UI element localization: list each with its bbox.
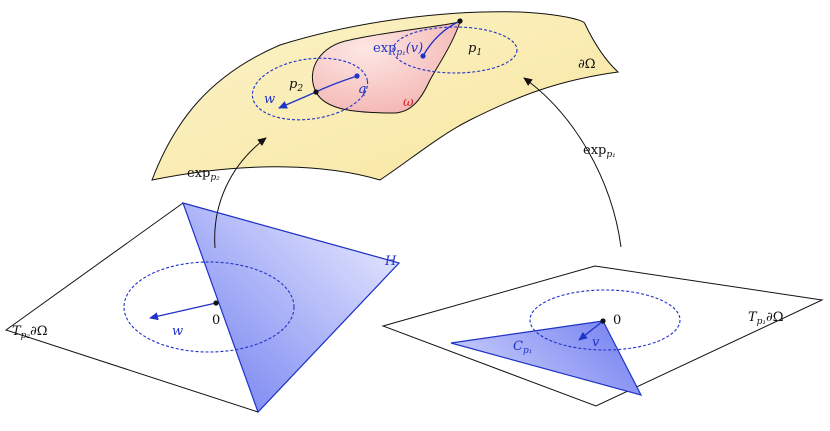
omega-region xyxy=(311,21,461,114)
exp-arrow-left xyxy=(214,137,267,249)
label-w-top: w xyxy=(264,92,275,107)
label-w-left: w xyxy=(172,324,183,339)
label-q: q xyxy=(358,82,366,97)
neighborhood-circle-p1 xyxy=(392,26,518,74)
point-expv xyxy=(420,53,426,59)
origin-left xyxy=(213,300,219,306)
label-exp-top: expp₁(v) xyxy=(373,41,423,58)
geodesic-p1 xyxy=(422,20,461,57)
label-exp-right: expp₁ xyxy=(583,143,616,160)
half-space-H xyxy=(182,202,401,414)
neighborhood-circle-left xyxy=(123,261,295,353)
label-boundary: ∂Ω xyxy=(578,57,596,72)
label-tangent-left: Tp₂∂Ω xyxy=(12,324,48,341)
cone-C xyxy=(450,320,643,396)
label-exp-left: expp₂ xyxy=(187,166,220,183)
vector-w-left xyxy=(149,302,217,321)
label-C: Cp₁ xyxy=(513,339,532,356)
label-zero-right: 0 xyxy=(613,313,621,328)
vector-w-top xyxy=(278,91,317,109)
label-H: H xyxy=(384,254,397,269)
vector-v-right xyxy=(578,320,604,341)
point-p1 xyxy=(457,18,463,24)
label-p1: p1 xyxy=(468,41,482,58)
geodesic-p2 xyxy=(315,75,358,93)
neighborhood-circle-p2 xyxy=(251,57,369,121)
label-zero-left: 0 xyxy=(212,313,220,328)
point-q xyxy=(354,73,360,79)
label-omega: ω xyxy=(403,95,414,110)
label-tangent-right: Tp₁∂Ω xyxy=(748,310,784,327)
label-v-right: v xyxy=(592,335,600,350)
exp-arrow-right xyxy=(523,77,622,248)
neighborhood-circle-right xyxy=(529,289,681,351)
point-p2 xyxy=(313,89,319,95)
label-p2: p2 xyxy=(289,77,303,94)
origin-right xyxy=(600,318,606,324)
